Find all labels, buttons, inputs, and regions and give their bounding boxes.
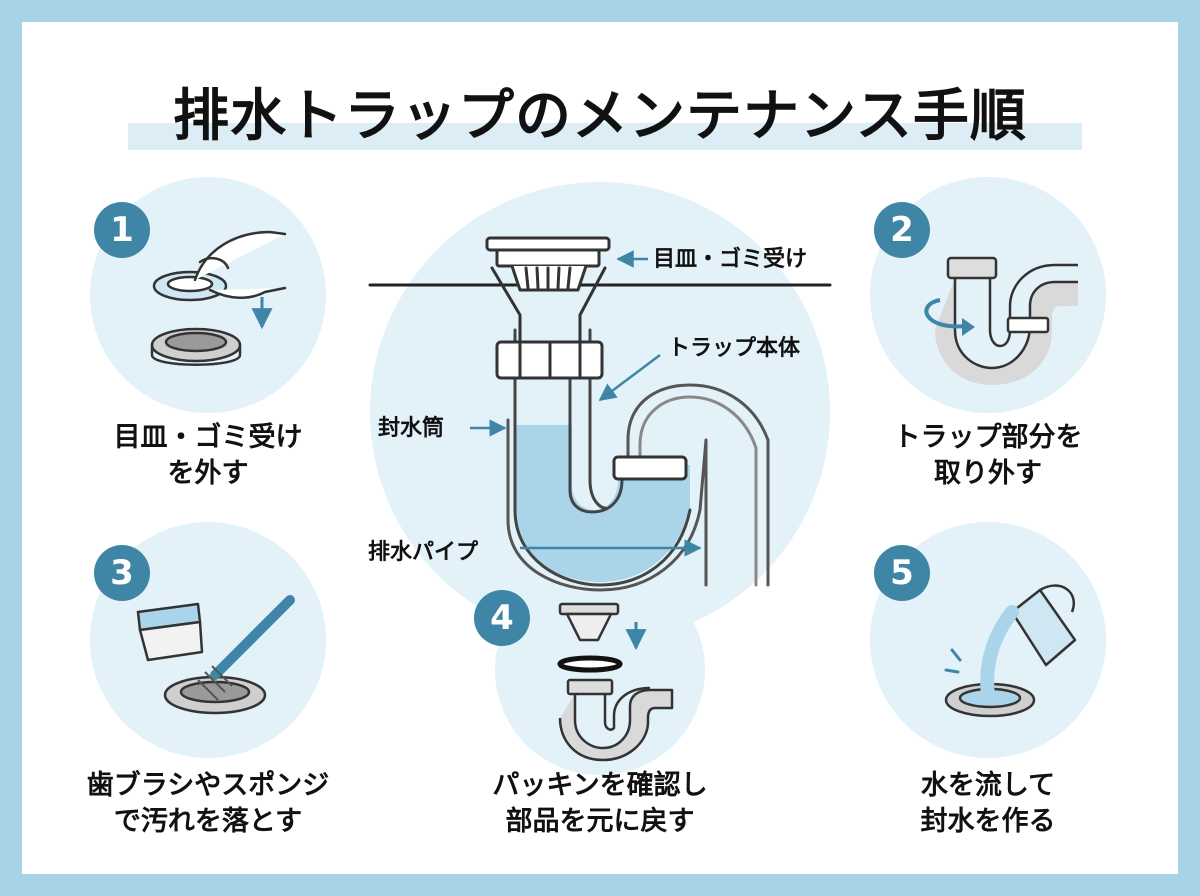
label-seal-tube: 封水筒 — [378, 416, 445, 441]
step5-badge: 5 — [874, 545, 930, 601]
step1-caption-line2: を外す — [167, 458, 249, 489]
step4-caption: パッキンを確認し 部品を元に戻す — [470, 768, 730, 840]
label-trap-body: トラップ本体 — [668, 336, 801, 361]
title-highlight — [128, 123, 1082, 150]
step5-illustration — [944, 584, 1077, 718]
step3-circle — [90, 522, 326, 758]
center-circle — [370, 182, 830, 642]
step1-badge: 1 — [94, 202, 150, 258]
callout-arrows — [470, 250, 702, 557]
step1-caption: 目皿・ゴミ受け を外す — [88, 420, 328, 492]
label-drain-pipe: 排水パイプ — [368, 540, 479, 565]
page-title: 排水トラップのメンテナンス手順 — [173, 84, 1027, 149]
step5-caption-line2: 封水を作る — [920, 806, 1056, 837]
step2-caption-line1: トラップ部分を — [893, 422, 1083, 453]
trap-diagram — [368, 236, 832, 592]
step4-badge: 4 — [474, 590, 530, 646]
step3-caption-line1: 歯ブラシやスポンジ — [86, 770, 330, 801]
step2-caption: トラップ部分を 取り外す — [868, 420, 1108, 492]
step1-caption-line1: 目皿・ゴミ受け — [113, 422, 303, 453]
step2-badge: 2 — [874, 202, 930, 258]
step2-illustration — [924, 256, 1078, 385]
step3-caption-line2: で汚れを落とす — [113, 806, 303, 837]
step3-illustration — [136, 595, 295, 715]
step3-caption: 歯ブラシやスポンジ で汚れを落とす — [68, 768, 348, 840]
step4-illustration — [557, 602, 674, 762]
step2-caption-line2: 取り外す — [934, 458, 1042, 489]
step3-badge: 3 — [94, 545, 150, 601]
step1-illustration — [150, 230, 287, 366]
step5-caption: 水を流して 封水を作る — [868, 768, 1108, 840]
step4-caption-line2: 部品を元に戻す — [505, 806, 695, 837]
step4-caption-line1: パッキンを確認し — [492, 770, 708, 801]
step5-caption-line1: 水を流して — [920, 770, 1056, 801]
label-strainer: 目皿・ゴミ受け — [653, 247, 808, 272]
